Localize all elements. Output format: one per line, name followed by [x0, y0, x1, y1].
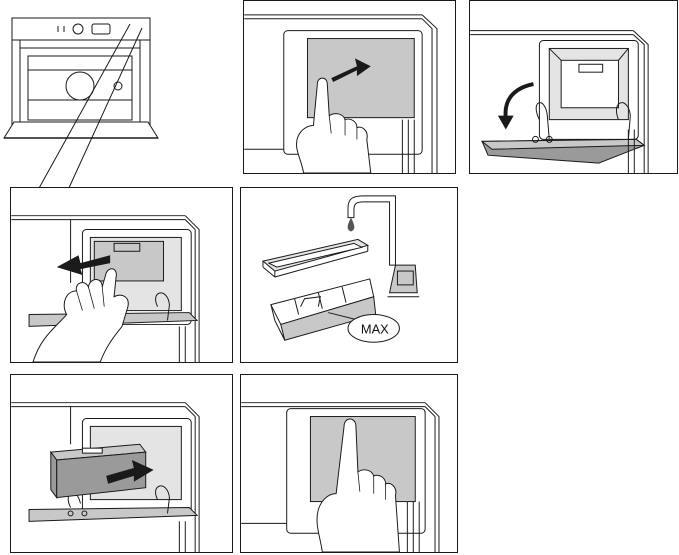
- hand-pressing-panel-icon: [244, 1, 455, 173]
- oven-overview-illustration: [0, 0, 230, 200]
- max-label: MAX: [361, 321, 389, 336]
- flap-opening-icon: [470, 1, 677, 173]
- step-fill-tank: MAX: [240, 187, 458, 363]
- step-remove-tank: [10, 187, 233, 363]
- step-press-panel: [243, 0, 456, 174]
- step-insert-tank: [10, 374, 233, 553]
- hand-closing-panel-icon: [241, 375, 457, 552]
- tank-inserting-icon: [11, 375, 232, 552]
- tap-and-water-tank-icon: MAX: [241, 188, 457, 362]
- step-flap-open: [469, 0, 678, 174]
- step-close-panel: [240, 374, 458, 553]
- oven-front-icon: [0, 0, 230, 200]
- hand-pulling-tank-icon: [11, 188, 232, 362]
